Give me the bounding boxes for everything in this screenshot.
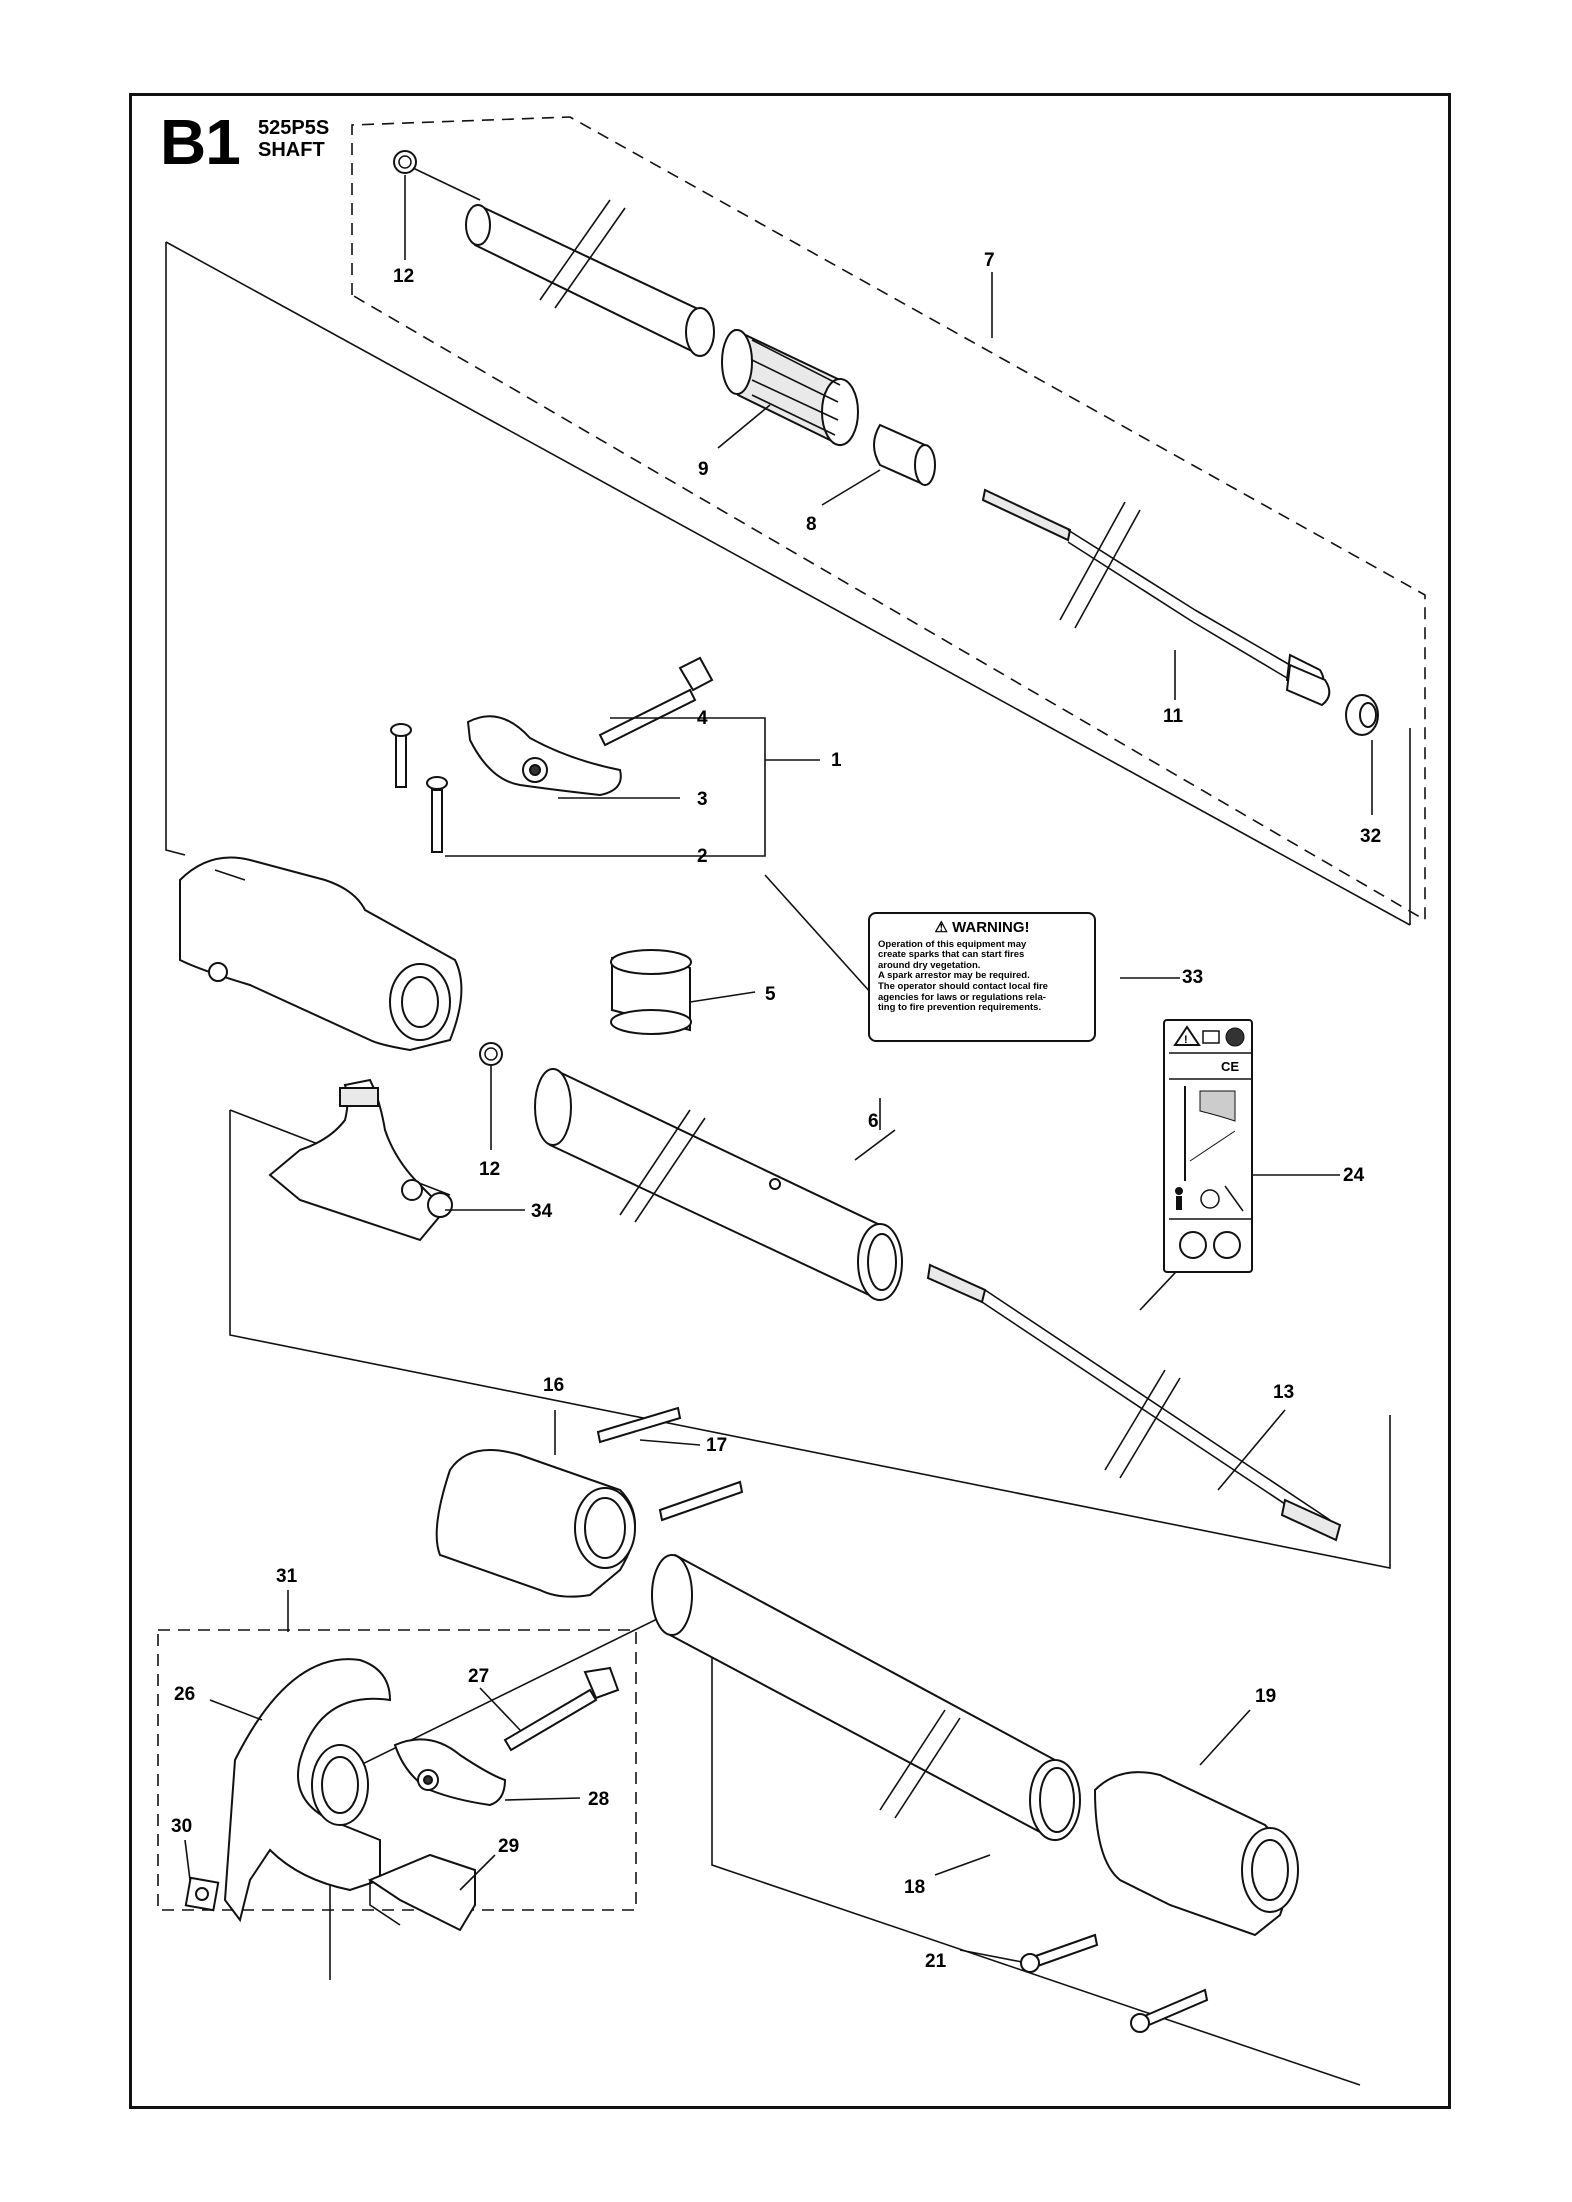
collar-32	[1345, 694, 1379, 736]
callout-12b: 12	[479, 1159, 500, 1180]
callout-17: 17	[706, 1435, 727, 1456]
callout-24: 24	[1343, 1165, 1365, 1186]
callout-16: 16	[543, 1375, 564, 1396]
callout-31: 31	[276, 1566, 298, 1587]
knob-3	[466, 715, 622, 797]
safety-decal-graphic: ! CE	[1169, 1025, 1251, 1259]
warning-triangle-icon: ⚠	[934, 919, 948, 936]
clamp-housing-1	[179, 856, 463, 1052]
callout-29: 29	[498, 1836, 519, 1857]
nut-30	[184, 1876, 220, 1912]
person-icon	[1175, 1187, 1183, 1195]
callout-11: 11	[1163, 706, 1184, 727]
circlip-12-mid	[479, 1042, 503, 1066]
warning-decal: ⚠ WARNING! Operation of this equipment m…	[868, 912, 1096, 1042]
circlip-12-top	[393, 150, 481, 201]
callout-12: 12	[393, 266, 414, 287]
tube-6	[534, 1068, 903, 1302]
handle-clamp-26	[223, 1658, 392, 1923]
callout-19: 19	[1255, 1686, 1276, 1707]
clip-29	[367, 1853, 476, 1932]
coupler-19	[1020, 1771, 1299, 2033]
diagram-frame	[129, 93, 1451, 2109]
bracket-34	[268, 1078, 453, 1242]
bushing-8	[873, 423, 936, 487]
warning-text: Operation of this equipment may create s…	[878, 938, 1048, 1014]
callout-18: 18	[904, 1877, 925, 1898]
book-icon	[1202, 1030, 1220, 1044]
ear-protection-icon	[1200, 1189, 1220, 1209]
callout-3: 3	[697, 789, 708, 810]
leader-lines	[184, 175, 1373, 1963]
callout-26: 26	[174, 1684, 195, 1705]
clamp-16	[435, 1406, 744, 1598]
ce-mark: CE	[1221, 1059, 1239, 1074]
safety-decal: ! CE	[1163, 1019, 1253, 1273]
callout-5: 5	[765, 984, 776, 1005]
callout-9: 9	[698, 459, 709, 480]
callout-7: 7	[984, 250, 995, 271]
shaft-13	[926, 1263, 1342, 1542]
guide-line-mid	[229, 1110, 1391, 1569]
guide-line-top	[165, 242, 186, 856]
model-number: 525P5S	[258, 117, 330, 139]
gloves-icon	[1179, 1231, 1207, 1259]
coupling-9	[721, 328, 859, 447]
screws-2	[390, 723, 448, 853]
svg-text:!: !	[1184, 1034, 1188, 1046]
callout-32: 32	[1360, 826, 1381, 847]
callout-27: 27	[468, 1666, 489, 1687]
callout-28: 28	[588, 1789, 609, 1810]
callout-2: 2	[697, 846, 708, 867]
group-7-outline	[351, 116, 1426, 922]
bolt-27	[503, 1666, 620, 1752]
helmet-icon	[1225, 1027, 1245, 1047]
section-code: B1	[160, 106, 241, 178]
tube-18	[651, 1553, 1081, 1842]
warning-title: ⚠ WARNING!	[934, 919, 1030, 936]
sleeve-5	[610, 949, 692, 1035]
boots-icon	[1213, 1231, 1241, 1259]
callout-labels: 12 7 9 8 11 32 4 1 3 2 5 33 6 12 34 24 1…	[171, 250, 1381, 1972]
callout-30: 30	[171, 1816, 192, 1837]
section-title: SHAFT	[258, 139, 325, 161]
callout-6: 6	[868, 1111, 879, 1132]
callout-8: 8	[806, 514, 817, 535]
warning-triangle-icon	[1173, 1025, 1201, 1046]
callout-34: 34	[531, 1201, 553, 1222]
callout-33: 33	[1182, 967, 1203, 988]
callout-13: 13	[1273, 1382, 1294, 1403]
drive-shaft-11	[981, 488, 1331, 707]
upper-tube	[465, 199, 715, 357]
knob-28	[393, 1738, 507, 1807]
bolt-4	[598, 656, 714, 747]
callout-21: 21	[925, 1951, 947, 1972]
callout-1: 1	[831, 750, 842, 771]
callout-4: 4	[697, 708, 708, 729]
